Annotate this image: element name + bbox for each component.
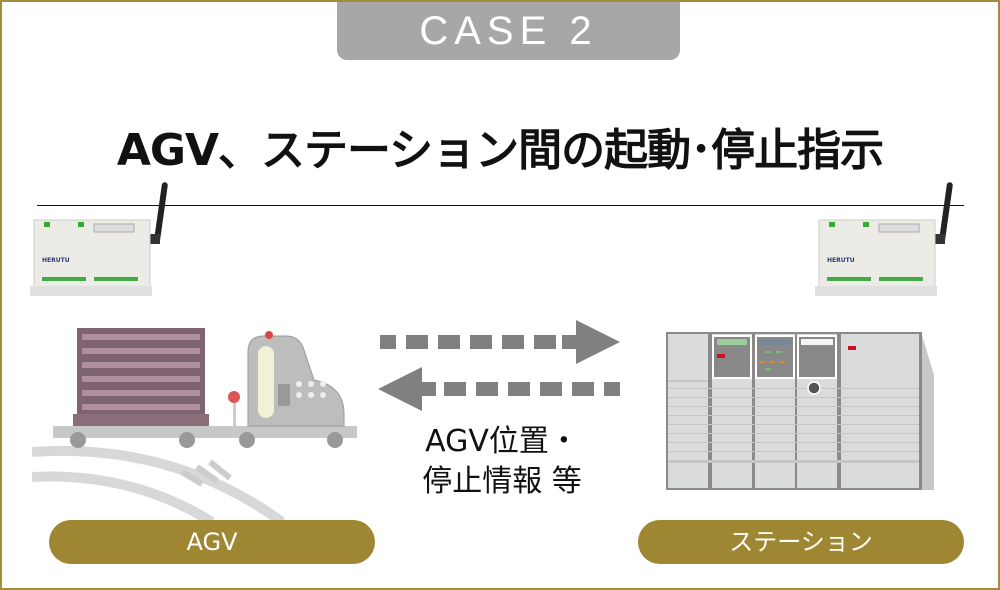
- track-icon: [32, 445, 285, 522]
- dashed-arrow-right-icon: [380, 320, 620, 364]
- dashed-arrow-left-icon: [378, 367, 620, 411]
- svg-text:HERUTU: HERUTU: [42, 257, 70, 264]
- agv-vehicle-icon: [53, 328, 357, 448]
- caption-line-1: AGV位置・: [425, 424, 579, 459]
- station-label: ステーション: [638, 520, 964, 564]
- agv-label: AGV: [49, 520, 375, 564]
- wireless-io-unit-icon: HERUTU: [815, 182, 953, 296]
- control-station-icon: [666, 332, 934, 490]
- divider: [37, 205, 964, 206]
- caption-line-2: 停止情報 等: [422, 464, 582, 499]
- svg-text:HERUTU: HERUTU: [827, 257, 855, 264]
- wireless-io-unit-icon: HERUTU: [30, 182, 168, 296]
- case-badge: CASE 2: [337, 2, 680, 60]
- transfer-caption: AGV位置・ 停止情報 等: [402, 422, 602, 502]
- page-title: AGV、ステーション間の起動･停止指示: [116, 125, 884, 176]
